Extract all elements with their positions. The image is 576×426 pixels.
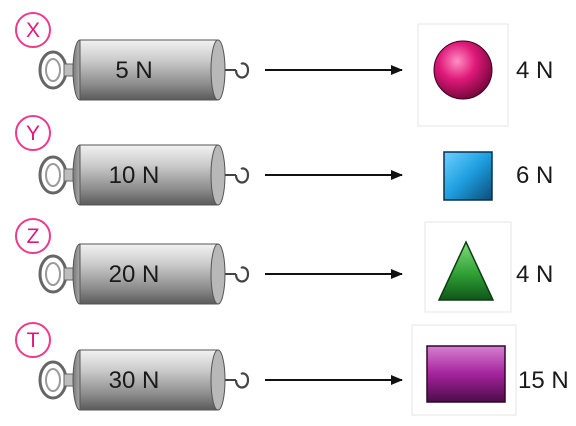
hook-icon [234, 62, 250, 79]
row-t: T 30 N 15 N [15, 322, 569, 416]
capacity-label: 30 N [109, 367, 160, 394]
dynamometer: 20 N [38, 243, 250, 305]
row-z: Z 20 N 4 N [15, 218, 553, 313]
capacity-label: 10 N [109, 162, 160, 189]
label-circle [15, 12, 51, 48]
object-sphere [417, 23, 509, 127]
row-y: Y 10 N 6 N [15, 115, 553, 206]
row-label: X [26, 19, 40, 42]
capacity-label: 20 N [109, 261, 160, 288]
hook-icon [234, 266, 250, 283]
hook-icon [234, 167, 250, 184]
cube-icon [443, 151, 493, 201]
label-circle [15, 115, 51, 151]
dynamometer: 30 N [38, 349, 250, 411]
object-weight-label: 6 N [516, 162, 553, 189]
dynamometer: 10 N [38, 144, 250, 206]
label-circle [15, 322, 51, 358]
object-weight-label: 4 N [516, 57, 553, 84]
object-triangle [424, 221, 512, 313]
row-label: Z [27, 225, 40, 248]
object-weight-label: 4 N [516, 261, 553, 288]
cylinder-body [79, 144, 219, 206]
object-weight-label: 15 N [518, 367, 569, 394]
slab-icon [426, 345, 506, 403]
row-label: T [27, 329, 40, 352]
row-label-badge: X [15, 12, 51, 48]
row-label-badge: Y [15, 115, 51, 151]
object-slab [411, 324, 517, 416]
hook-icon [234, 372, 250, 389]
capacity-label: 5 N [115, 57, 152, 84]
dynamometer: 5 N [38, 39, 250, 101]
triangle-icon [437, 240, 495, 301]
object-cube [443, 151, 493, 201]
row-label-badge: Z [15, 218, 51, 254]
label-circle [15, 218, 51, 254]
cylinder-body [79, 243, 219, 305]
row-label-badge: T [15, 322, 51, 358]
row-label: Y [26, 122, 40, 145]
sphere-icon [433, 40, 493, 100]
row-x: X 5 N 4 N [15, 12, 553, 127]
